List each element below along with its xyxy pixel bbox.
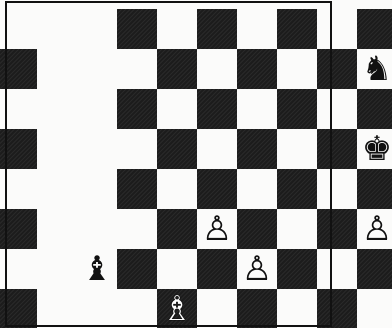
dark-square[interactable] (357, 89, 392, 129)
black-king-piece[interactable]: ♚ (357, 129, 392, 169)
white-bishop-piece[interactable]: ♗ (157, 289, 197, 328)
board-frame-top (5, 1, 332, 3)
board-frame-left (5, 1, 7, 327)
dark-square[interactable] (157, 49, 197, 89)
dark-square[interactable] (317, 289, 357, 328)
dark-square[interactable] (197, 249, 237, 289)
dark-square[interactable] (277, 9, 317, 49)
black-bishop-piece[interactable]: ♝ (77, 249, 117, 289)
white-pawn-piece[interactable]: ♙ (237, 249, 277, 289)
dark-square[interactable] (277, 169, 317, 209)
dark-square[interactable] (317, 209, 357, 249)
dark-square[interactable] (317, 49, 357, 89)
black-knight-piece[interactable]: ♞ (357, 49, 392, 89)
white-pawn-piece[interactable]: ♙ (197, 209, 237, 249)
dark-square[interactable] (197, 169, 237, 209)
dark-square[interactable] (197, 9, 237, 49)
dark-square[interactable] (117, 9, 157, 49)
dark-square[interactable] (357, 169, 392, 209)
board-frame-bottom (5, 325, 332, 327)
dark-square[interactable] (197, 89, 237, 129)
dark-square[interactable] (237, 209, 277, 249)
dark-square[interactable] (157, 209, 197, 249)
dark-square[interactable] (357, 249, 392, 289)
board-frame-right (330, 1, 332, 327)
dark-square[interactable] (157, 129, 197, 169)
dark-square[interactable] (117, 249, 157, 289)
dark-square[interactable] (117, 89, 157, 129)
dark-square[interactable] (317, 129, 357, 169)
dark-square[interactable] (237, 289, 277, 328)
dark-square[interactable] (277, 89, 317, 129)
white-pawn-piece[interactable]: ♙ (357, 209, 392, 249)
dark-square[interactable] (237, 129, 277, 169)
dark-square[interactable] (237, 49, 277, 89)
dark-square[interactable] (357, 9, 392, 49)
dark-square[interactable] (117, 169, 157, 209)
dark-square[interactable] (277, 249, 317, 289)
